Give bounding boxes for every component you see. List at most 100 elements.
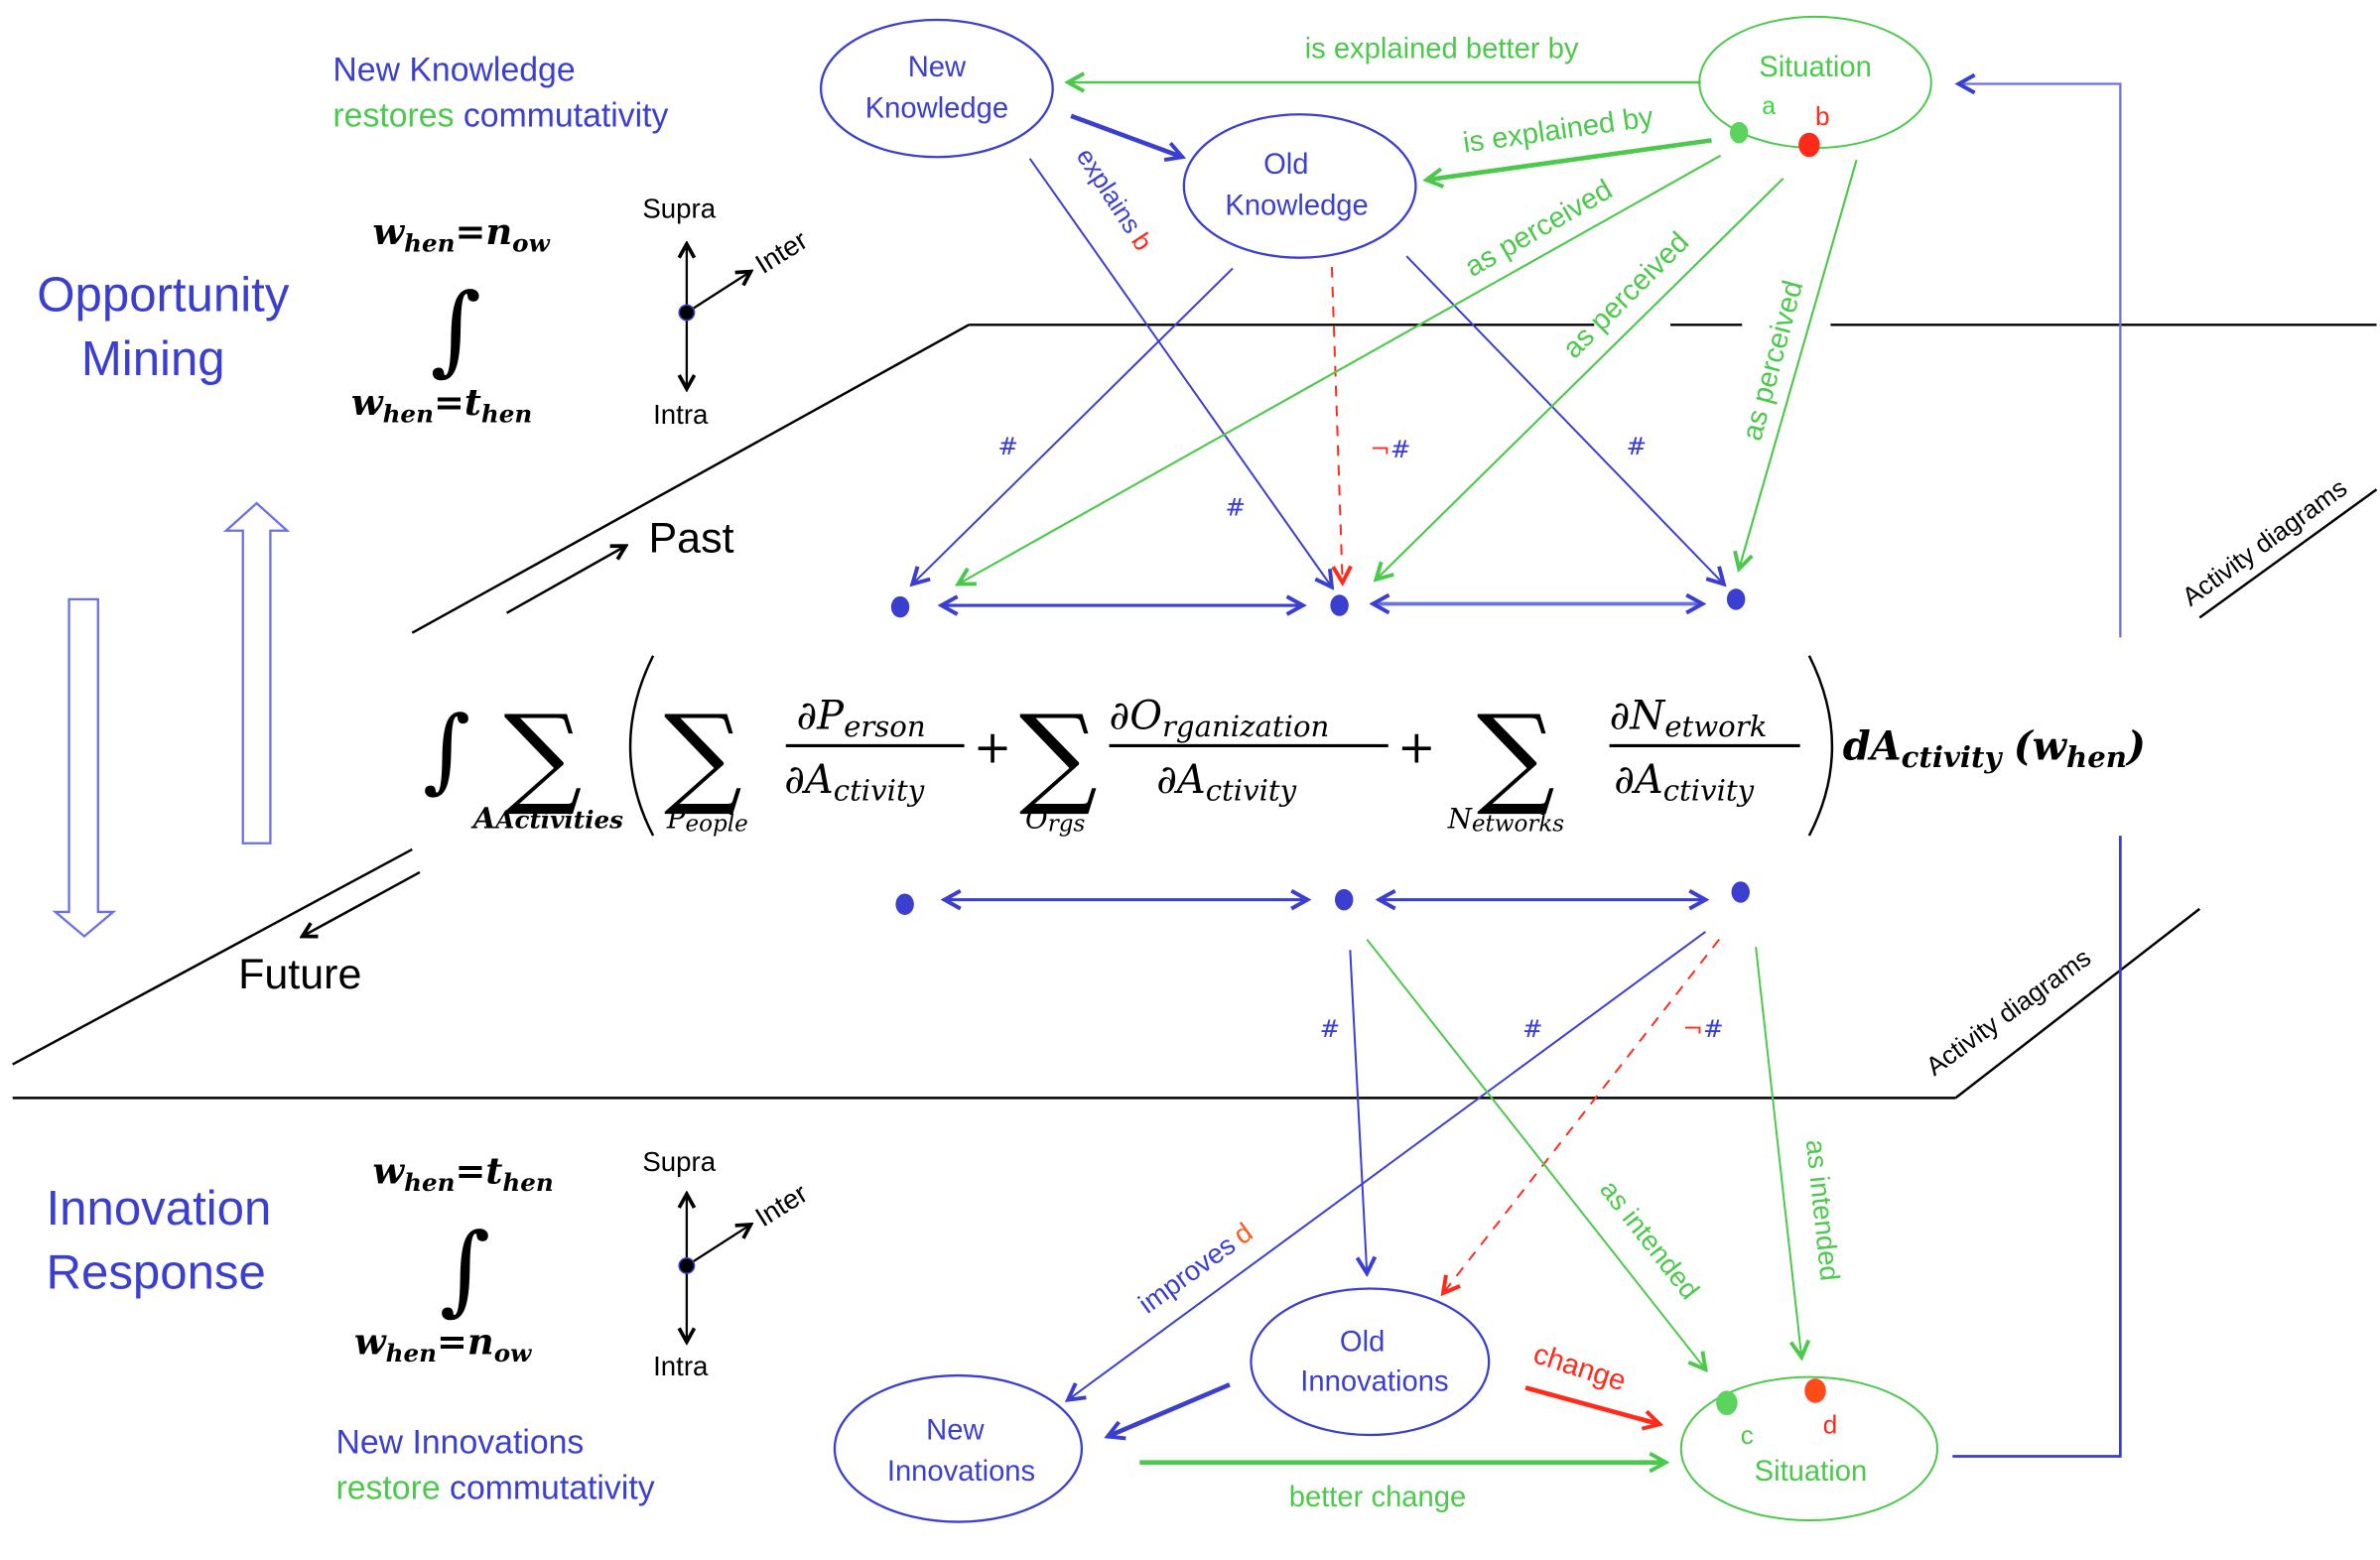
top-integral-lower: when=then bbox=[351, 380, 532, 429]
edge-improves bbox=[1068, 931, 1706, 1400]
node-old-innovations[interactable]: Old Innovations bbox=[1250, 1287, 1491, 1437]
svg-text:New: New bbox=[926, 1415, 985, 1447]
intra-label: Intra bbox=[653, 399, 709, 430]
node-old-knowledge[interactable]: Old Knowledge bbox=[1182, 113, 1417, 259]
point-a-dot bbox=[1729, 121, 1749, 144]
edge-as-perceived-2 bbox=[1376, 178, 1785, 580]
bottom-integral-lower: when=now bbox=[354, 1320, 532, 1368]
bottom-heading-line1: New Innovations bbox=[335, 1423, 584, 1461]
activity-formula: ∫ ∑ AActivities ∑ People ∂Person ∂Activi… bbox=[423, 655, 2146, 837]
top-integral-bounds: when=now ∫ when=then bbox=[351, 209, 551, 429]
formula-network-denominator: ∂Activity bbox=[1614, 757, 1754, 808]
formula-people-sub: People bbox=[666, 802, 748, 837]
node-new-knowledge[interactable]: New Knowledge bbox=[819, 18, 1054, 159]
top-integral-upper: when=now bbox=[372, 209, 550, 258]
top-heading-commutativity: commutativity bbox=[463, 97, 669, 135]
edge-as-perceived-3 bbox=[1739, 160, 1858, 569]
hash-label: # bbox=[1225, 492, 1246, 521]
node-new-innovations[interactable]: New Innovations bbox=[833, 1373, 1084, 1523]
past-arrow bbox=[505, 546, 626, 614]
activity-dot-top-center bbox=[1330, 594, 1349, 616]
axis-origin-dot bbox=[678, 304, 696, 322]
top-heading-line1: New Knowledge bbox=[332, 51, 575, 88]
plane-right-edge-upper bbox=[2198, 488, 2378, 619]
svg-text:Situation: Situation bbox=[1759, 52, 1872, 83]
node-situation-top[interactable]: Situation a b bbox=[1698, 15, 1932, 158]
edge-old-to-new-innovations bbox=[1108, 1382, 1231, 1436]
edge-is-explained-by bbox=[1426, 138, 1712, 180]
edge-explains bbox=[1028, 158, 1332, 587]
top-integral-sign: ∫ bbox=[431, 274, 481, 387]
supra-label: Supra bbox=[642, 194, 716, 224]
top-heading-restores: restores bbox=[332, 97, 454, 135]
point-c-dot bbox=[1716, 1390, 1738, 1416]
node-situation-bottom[interactable]: Situation c d bbox=[1679, 1375, 1938, 1522]
plane-right-edge-lower bbox=[1954, 907, 2201, 1100]
activity-dot-top-right bbox=[1726, 588, 1746, 610]
future-arrow bbox=[303, 870, 421, 937]
innovation-title-line2: Response bbox=[47, 1244, 266, 1299]
formula-person-denominator: ∂Activity bbox=[784, 757, 924, 808]
formula-right-paren bbox=[1807, 655, 1834, 837]
svg-text:Situation: Situation bbox=[1755, 1456, 1868, 1488]
point-c-label: c bbox=[1741, 1420, 1754, 1450]
edge-label-as-intended-1: as intended bbox=[1594, 1174, 1705, 1305]
formula-outer-sigma: ∑ bbox=[504, 692, 583, 820]
innovation-title-line1: Innovation bbox=[47, 1181, 272, 1235]
edge-label-change: change bbox=[1529, 1338, 1630, 1397]
svg-text:Innovations: Innovations bbox=[887, 1456, 1035, 1488]
edge-label-better-change: better change bbox=[1289, 1482, 1467, 1513]
svg-text:Knowledge: Knowledge bbox=[865, 92, 1008, 124]
point-d-dot bbox=[1804, 1378, 1826, 1403]
activity-dot-top-left bbox=[890, 595, 910, 618]
activity-dot-bottom-center bbox=[1334, 888, 1354, 911]
edge-label-as-intended-2: as intended bbox=[1800, 1138, 1846, 1282]
formula-integral: ∫ bbox=[423, 696, 470, 803]
edge-as-intended-2 bbox=[1755, 947, 1801, 1357]
bottom-integral-sign: ∫ bbox=[440, 1213, 490, 1326]
edge-old-knowledge-left bbox=[912, 267, 1234, 584]
activity-dot-bottom-left bbox=[895, 893, 914, 915]
edge-label-is-explained-better-by: is explained better by bbox=[1305, 33, 1579, 65]
activity-diagrams-label-top: Activity diagrams bbox=[2177, 472, 2352, 611]
top-heading-line2: restores commutativity bbox=[332, 97, 668, 135]
formula-tail: dActivity(when) bbox=[1843, 722, 2146, 774]
svg-text:Old: Old bbox=[1263, 149, 1308, 181]
svg-text:Innovations: Innovations bbox=[1300, 1365, 1448, 1397]
inter-label: Inter bbox=[749, 224, 812, 280]
hash-label: # bbox=[997, 432, 1018, 460]
supra-label: Supra bbox=[642, 1146, 716, 1177]
edge-label-as-perceived-1: as perceived bbox=[1460, 174, 1618, 283]
svg-text:Knowledge: Knowledge bbox=[1225, 191, 1368, 222]
not-hash-label: ¬# bbox=[1682, 1014, 1723, 1043]
edge-label-as-perceived-2: as perceived bbox=[1557, 226, 1696, 365]
svg-text:New: New bbox=[908, 52, 967, 83]
edge-old-knowledge-right bbox=[1405, 255, 1724, 584]
opportunity-title-line1: Opportunity bbox=[37, 267, 290, 322]
hash-label: # bbox=[1522, 1014, 1543, 1043]
plane-upper-edge-segment bbox=[411, 324, 970, 634]
formula-networks-sub: Networks bbox=[1447, 802, 1565, 837]
activity-dot-bottom-right bbox=[1731, 881, 1750, 903]
formula-person-numerator: ∂Person bbox=[797, 694, 926, 744]
formula-orgs-sigma: ∑ bbox=[1019, 692, 1098, 820]
bottom-heading-commutativity: commutativity bbox=[450, 1470, 655, 1507]
edge-old-knowledge-center-not-hash bbox=[1330, 266, 1343, 583]
formula-orgs-sub: Orgs bbox=[1025, 802, 1085, 837]
formula-outer-sigma-sub: AActivities bbox=[470, 801, 623, 835]
point-d-label: d bbox=[1823, 1409, 1838, 1439]
top-axes: Supra Intra Inter bbox=[642, 194, 812, 430]
edge-label-improves: improvesd bbox=[1132, 1217, 1257, 1320]
past-label: Past bbox=[648, 514, 733, 562]
inter-axis-arrow bbox=[686, 272, 751, 314]
future-label: Future bbox=[238, 951, 361, 998]
plane-left-edge-lower bbox=[12, 847, 413, 1066]
bottom-integral-bounds: when=then ∫ when=now bbox=[354, 1148, 554, 1367]
inter-axis-arrow bbox=[686, 1225, 751, 1267]
bottom-axes: Supra Intra Inter bbox=[642, 1146, 812, 1381]
edge-as-intended-1 bbox=[1366, 938, 1705, 1369]
feedback-loop-lower bbox=[1952, 836, 2122, 1458]
hollow-up-arrow bbox=[222, 501, 291, 845]
edge-new-to-old-knowledge bbox=[1070, 113, 1182, 157]
opportunity-title-line2: Mining bbox=[81, 331, 225, 386]
